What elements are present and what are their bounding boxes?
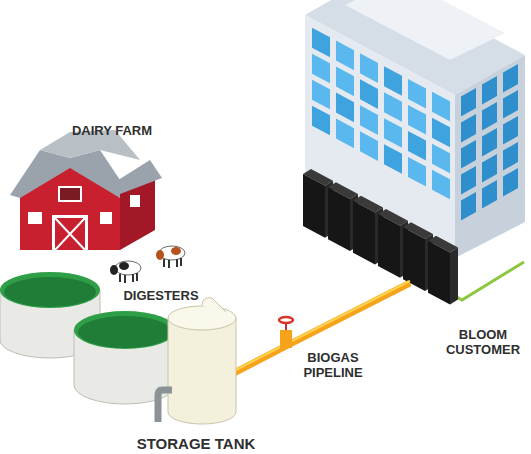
window	[408, 105, 426, 135]
window	[360, 53, 378, 83]
callout-label: STORAGE TANK	[118, 435, 274, 452]
window	[482, 76, 497, 105]
server-front	[328, 187, 350, 251]
window	[503, 168, 518, 197]
window	[384, 66, 402, 96]
server-front	[303, 174, 325, 238]
digester-left-dome	[4, 277, 96, 307]
cow	[110, 261, 141, 283]
roof-block	[345, 0, 505, 60]
window	[482, 154, 497, 183]
barn-side-roof	[115, 160, 162, 194]
server-front	[428, 241, 450, 305]
window	[461, 88, 476, 117]
valve-body	[280, 330, 292, 348]
barn-window	[28, 212, 42, 224]
barn-window	[130, 195, 140, 207]
barn-door-cross	[55, 218, 85, 250]
callout-label: DIGESTERS	[115, 288, 207, 303]
window	[503, 116, 518, 145]
digester-left-top	[0, 272, 100, 308]
digester-right-top	[74, 311, 176, 349]
window	[503, 64, 518, 93]
loft-window-pane	[60, 188, 80, 200]
callout-label: DAIRY FARM	[52, 123, 172, 138]
cow	[156, 246, 185, 268]
server-side	[450, 247, 458, 304]
window	[461, 192, 476, 221]
window	[432, 92, 450, 122]
window	[482, 128, 497, 157]
window	[482, 180, 497, 209]
window	[360, 105, 378, 135]
window	[408, 79, 426, 109]
outlet-pipe	[158, 390, 172, 422]
window	[312, 28, 330, 58]
barn-window	[100, 212, 112, 224]
window	[432, 118, 450, 148]
barn-door	[55, 218, 85, 250]
window	[312, 80, 330, 110]
window	[360, 79, 378, 109]
window	[384, 118, 402, 148]
window	[360, 131, 378, 161]
window	[503, 90, 518, 119]
barn-door-frame	[52, 215, 88, 250]
bloom-servers	[303, 169, 458, 304]
window	[461, 114, 476, 143]
window	[336, 93, 354, 123]
window	[461, 140, 476, 169]
server-front	[353, 201, 375, 265]
window	[384, 144, 402, 174]
window	[336, 119, 354, 149]
server-front	[378, 214, 400, 278]
window	[461, 166, 476, 195]
callout-label: BIOGAS PIPELINE	[290, 350, 376, 380]
loft-window	[58, 186, 82, 202]
digester-right-dome	[78, 316, 172, 348]
tank-dome	[202, 298, 226, 312]
window	[312, 54, 330, 84]
storage-tank-top	[168, 306, 236, 330]
window	[312, 106, 330, 136]
window	[482, 102, 497, 131]
window	[336, 41, 354, 71]
window	[432, 144, 450, 174]
window	[503, 142, 518, 171]
callout-label: BLOOM CUSTOMER	[437, 327, 529, 357]
window	[408, 157, 426, 187]
windows	[312, 28, 518, 221]
window	[432, 170, 450, 200]
building-side	[455, 55, 525, 258]
window	[408, 131, 426, 161]
window	[384, 92, 402, 122]
storage-tank	[168, 318, 236, 424]
valve-wheel	[279, 317, 293, 323]
window	[336, 67, 354, 97]
